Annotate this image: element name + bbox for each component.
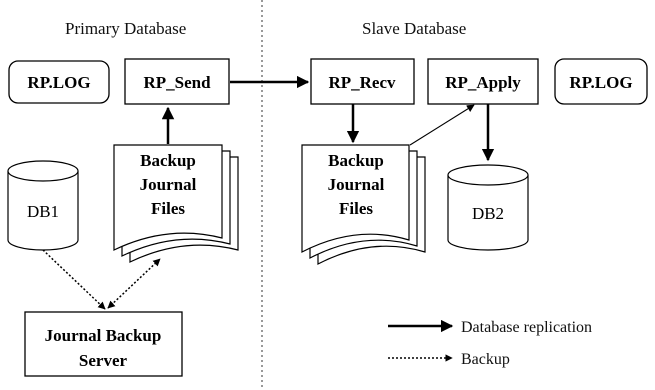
legend: Database replication Backup	[388, 319, 592, 368]
db1-cylinder: DB1	[7, 160, 79, 251]
db2-cylinder: DB2	[447, 164, 529, 251]
db1-label: DB1	[27, 202, 59, 221]
server-label-line-2: Server	[79, 351, 128, 370]
db2-label: DB2	[472, 204, 504, 223]
server-label-line-1: Journal Backup	[45, 326, 162, 345]
rplog-primary-box: RP.LOG	[8, 60, 110, 104]
slave-backup-journal-files: Backup Journal Files	[301, 144, 426, 265]
primary-doc-line-1: Backup	[140, 151, 196, 170]
primary-backup-journal-files: Backup Journal Files	[113, 144, 239, 263]
primary-doc-line-3: Files	[151, 199, 185, 218]
slave-database-header: Slave Database	[362, 19, 466, 38]
primary-database-header: Primary Database	[65, 19, 186, 38]
arrow-db1-to-server	[42, 249, 106, 310]
arrow-server-files	[107, 258, 161, 309]
rplog-slave-box: RP.LOG	[554, 58, 648, 105]
rp-recv-label: RP_Recv	[328, 73, 396, 92]
journal-backup-server-box: Journal Backup Server	[24, 311, 183, 377]
rp-apply-label: RP_Apply	[445, 73, 521, 92]
rplog-slave-label: RP.LOG	[569, 73, 632, 92]
primary-doc-line-2: Journal	[140, 175, 197, 194]
rp-send-box: RP_Send	[124, 58, 230, 105]
slave-doc-line-1: Backup	[328, 151, 384, 170]
slave-doc-line-3: Files	[339, 199, 373, 218]
rp-recv-box: RP_Recv	[310, 58, 415, 105]
slave-doc-line-2: Journal	[328, 175, 385, 194]
legend-replication-label: Database replication	[461, 319, 592, 336]
arrow-files-to-apply	[409, 104, 475, 146]
rp-send-label: RP_Send	[143, 73, 211, 92]
rp-apply-box: RP_Apply	[427, 58, 539, 105]
rplog-primary-label: RP.LOG	[27, 73, 90, 92]
legend-backup-label: Backup	[461, 351, 510, 368]
